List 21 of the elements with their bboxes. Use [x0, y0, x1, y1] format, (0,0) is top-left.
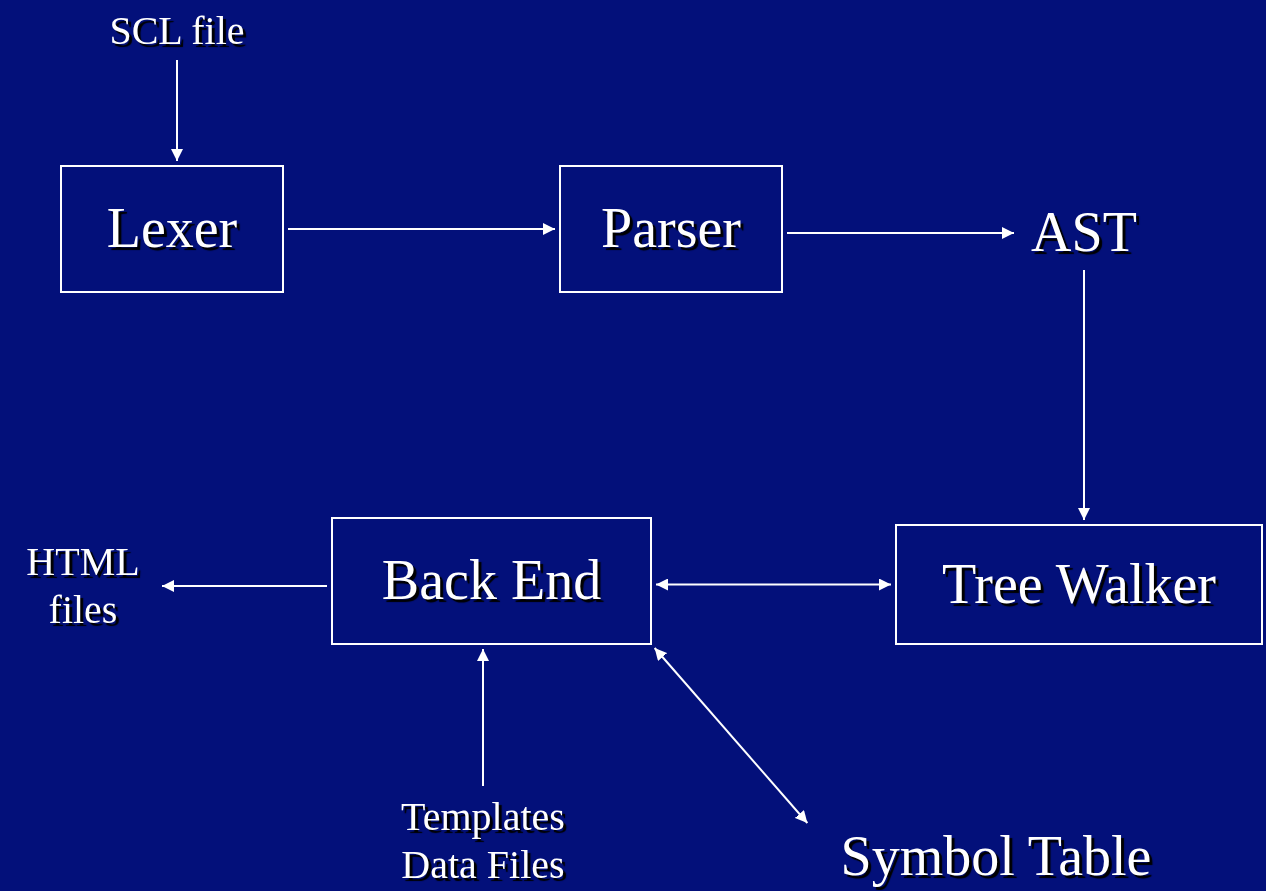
node-label: Templates Data Files	[368, 790, 598, 891]
box-label: Lexer	[106, 196, 238, 262]
arrow	[171, 59, 183, 162]
arrow	[653, 647, 809, 824]
arrow	[161, 580, 328, 592]
arrow	[786, 227, 1015, 239]
arrow	[1078, 269, 1090, 521]
process-box	[60, 165, 284, 293]
arrow	[287, 223, 556, 235]
box-label: Tree Walker	[942, 551, 1216, 617]
process-box	[559, 165, 783, 293]
process-box	[895, 524, 1263, 645]
node-label: HTML files	[8, 532, 158, 640]
process-box	[331, 517, 652, 645]
node-label: Symbol Table	[810, 826, 1182, 888]
node-label: AST	[1018, 200, 1150, 266]
box-label: Back End	[381, 548, 602, 614]
arrow	[477, 648, 489, 787]
node-label: SCL file	[92, 6, 262, 56]
box-label: Parser	[601, 196, 741, 262]
arrow	[655, 578, 892, 591]
